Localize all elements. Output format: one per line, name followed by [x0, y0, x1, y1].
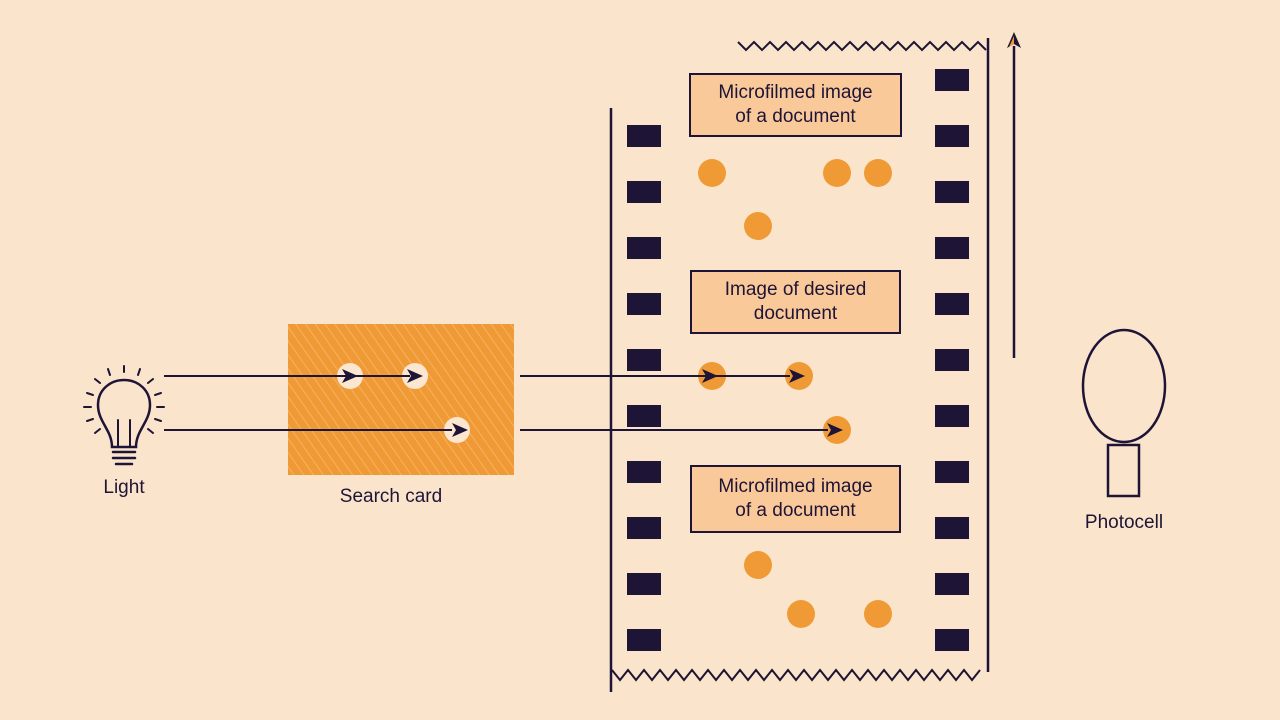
- beam-arrowhead: [789, 369, 805, 383]
- light-beams: [164, 369, 843, 437]
- code-dot: [864, 159, 892, 187]
- film-frame-line2: document: [753, 303, 838, 324]
- film-frame-line2: of a document: [735, 500, 856, 521]
- beam-arrowhead: [827, 423, 843, 437]
- code-dot: [744, 212, 772, 240]
- sprocket-holes-left: [627, 125, 661, 651]
- film-code-dots: [698, 159, 892, 628]
- film-frame-box-desired: Image of desired document: [690, 270, 901, 334]
- code-dot: [698, 159, 726, 187]
- direction-arrow-icon: [1007, 32, 1021, 358]
- photocell-label: Photocell: [1084, 512, 1164, 533]
- photocell-icon: [1081, 328, 1167, 498]
- light-label: Light: [103, 477, 145, 498]
- beam-arrowhead: [342, 369, 358, 383]
- film-torn-edge-bottom: [611, 668, 981, 682]
- film-frame-box: Microfilmed image of a document: [689, 73, 902, 137]
- sprocket-holes-right: [935, 69, 969, 651]
- film-torn-edge-top: [737, 40, 987, 52]
- film-frame-line1: Microfilmed image: [718, 82, 873, 103]
- film-frame-line2: of a document: [735, 106, 856, 127]
- film-frame-line1: Image of desired: [724, 279, 867, 300]
- search-card: [288, 324, 514, 475]
- search-card-label: Search card: [339, 486, 443, 507]
- film-frame-line1: Microfilmed image: [718, 476, 873, 497]
- beam-arrowhead: [702, 369, 718, 383]
- light-bulb-icon: [83, 365, 165, 466]
- code-dot: [744, 551, 772, 579]
- beam-arrowhead: [407, 369, 423, 383]
- beam-arrowhead: [452, 423, 468, 437]
- code-dot: [864, 600, 892, 628]
- film-frame-box: Microfilmed image of a document: [690, 465, 901, 533]
- code-dot: [823, 159, 851, 187]
- code-dot: [787, 600, 815, 628]
